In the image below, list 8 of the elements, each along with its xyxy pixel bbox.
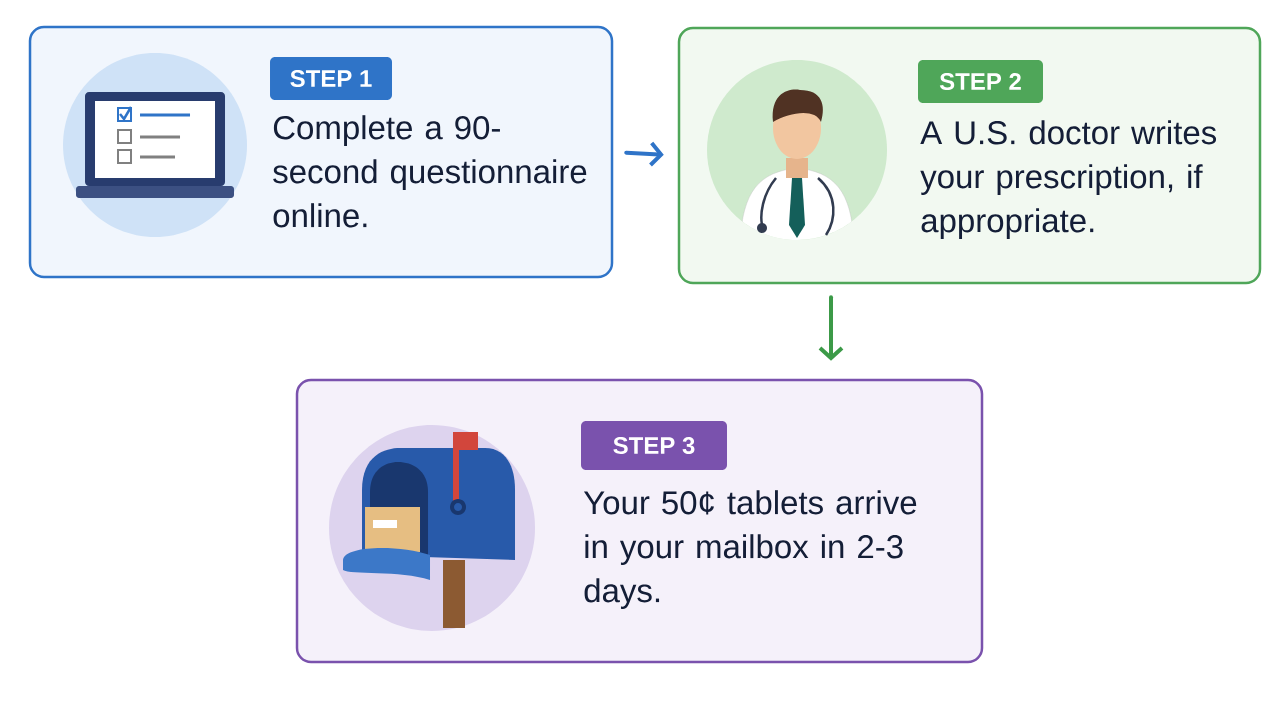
step-badge: STEP 2 [918, 60, 1043, 103]
step-text: Your 50¢ tablets arrive in your mailbox in 2-3 days. [583, 490, 917, 609]
arrow [624, 141, 664, 167]
step-badge: STEP 3 [581, 421, 727, 470]
step-text: Complete a 90-second questionnaire online. [273, 115, 587, 228]
step-badge: STEP 1 [270, 57, 392, 100]
arrow [818, 295, 844, 361]
step-text: A U.S. doctor writes your prescription, if appropriate. [920, 120, 1217, 239]
